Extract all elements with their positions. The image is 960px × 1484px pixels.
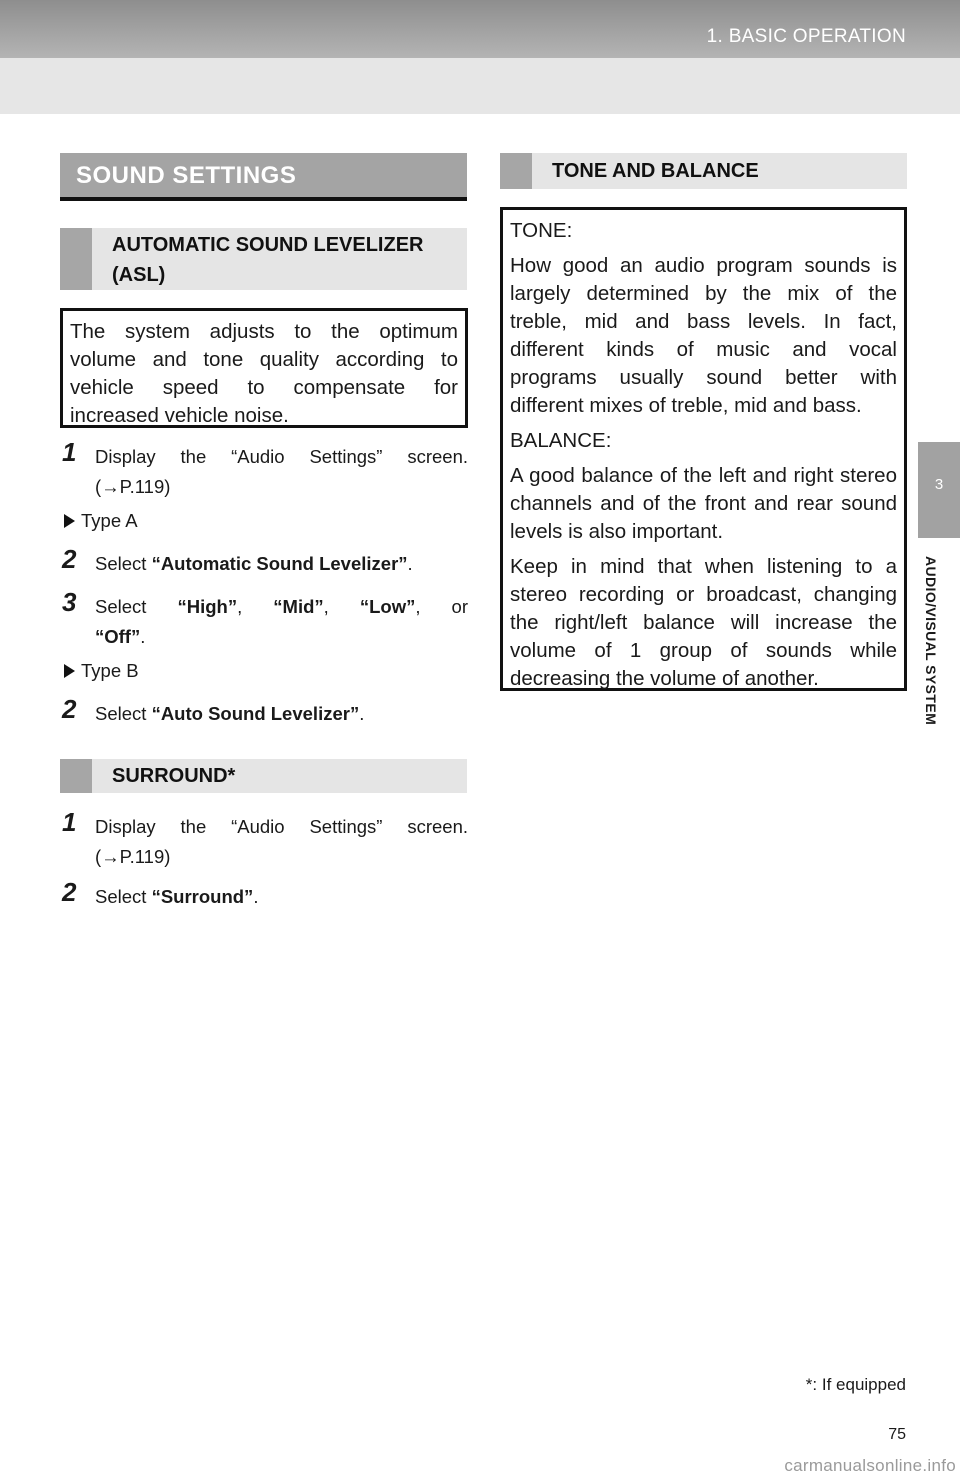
surround-header: SURROUND* (60, 759, 467, 793)
section-title: 1. BASIC OPERATION (706, 26, 906, 47)
step-text: Display the “Audio Settings” screen. (→P… (95, 446, 468, 497)
low-option: “Low” (359, 596, 416, 617)
sound-settings-header: SOUND SETTINGS (60, 153, 467, 201)
surround-step-1: 1 Display the “Audio Settings” screen. (… (62, 807, 468, 872)
tone-text: How good an audio program sounds is larg… (510, 254, 897, 417)
watermark: carmanualsonline.info (784, 1456, 956, 1475)
type-a-label: Type A (64, 508, 138, 534)
step-number: 1 (62, 437, 77, 467)
step-number: 2 (62, 544, 77, 574)
surround-title: SURROUND* (112, 765, 236, 787)
high-option: “High” (177, 596, 238, 617)
top-header-subband (0, 58, 960, 114)
step-number: 1 (62, 807, 77, 837)
asl-description-box: The system adjusts to the optimum volume… (60, 308, 468, 428)
asl-step-2-type-b: 2 Select “Auto Sound Levelizer”. (62, 694, 365, 724)
step-number: 2 (62, 694, 77, 724)
asl-step-3: 3 Select “High”, “Mid”, “Low”, or “Off”. (62, 587, 469, 647)
chapter-number: 3 (934, 476, 944, 493)
footnote: *: If equipped (805, 1375, 906, 1394)
tone-balance-header: TONE AND BALANCE (500, 153, 907, 189)
mid-option: “Mid” (273, 596, 324, 617)
tone-balance-box: TONE: How good an audio program sounds i… (500, 207, 907, 691)
asl-description: The system adjusts to the optimum volume… (70, 320, 458, 427)
triangle-bullet-icon (64, 664, 75, 678)
surround-option: “Surround” (151, 886, 254, 907)
asl-header: AUTOMATIC SOUND LEVELIZER (ASL) (60, 228, 467, 290)
balance-label: BALANCE: (510, 429, 612, 452)
triangle-bullet-icon (64, 514, 75, 528)
chapter-tab (918, 442, 960, 538)
top-header-band (0, 0, 960, 58)
type-b-label: Type B (64, 658, 139, 684)
asl-step-1: 1 Display the “Audio Settings” screen. (… (62, 437, 468, 502)
balance-text-2: Keep in mind that when listening to a st… (510, 555, 897, 690)
chapter-label: AUDIO/VISUAL SYSTEM (923, 556, 939, 726)
tone-balance-title: TONE AND BALANCE (552, 160, 759, 182)
asl-title: AUTOMATIC SOUND LEVELIZER (ASL) (112, 234, 424, 286)
step-number: 2 (62, 877, 77, 907)
tone-label: TONE: (510, 219, 573, 242)
surround-step-2: 2 Select “Surround”. (62, 877, 259, 907)
step-text: Display the “Audio Settings” screen. (→P… (95, 816, 468, 867)
balance-text-1: A good balance of the left and right ste… (510, 464, 897, 543)
auto-sound-levelizer-option: “Auto Sound Levelizer” (151, 703, 360, 724)
off-option: “Off” (95, 626, 141, 647)
sound-settings-title: SOUND SETTINGS (76, 162, 297, 189)
page-number: 75 (888, 1426, 906, 1443)
step-number: 3 (62, 587, 77, 617)
asl-step-2-type-a: 2 Select “Automatic Sound Levelizer”. (62, 544, 413, 574)
automatic-sound-levelizer-option: “Automatic Sound Levelizer” (151, 553, 408, 574)
